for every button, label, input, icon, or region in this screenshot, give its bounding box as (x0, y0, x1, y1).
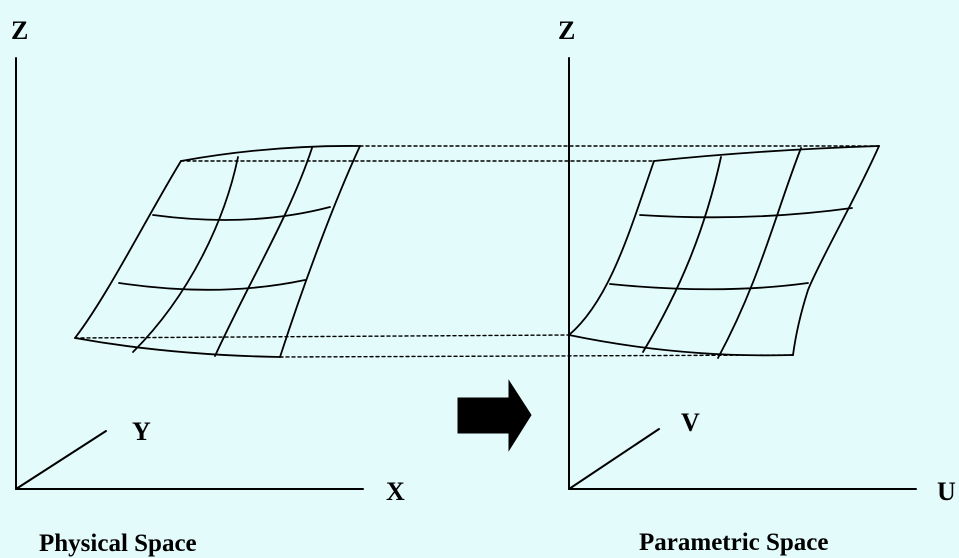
right-v-axis-label: V (681, 408, 700, 437)
physical-mesh-col-1 (132, 156, 239, 353)
parametric-mesh-top-edge (653, 145, 880, 162)
parametric-mesh-right-edge (792, 145, 880, 356)
physical-surface-mesh (74, 145, 361, 358)
left-y-axis-label: Y (132, 417, 151, 446)
physical-mesh-row-2 (118, 279, 306, 291)
right-z-axis-label: Z (558, 16, 576, 45)
parametric-mesh-col-1 (642, 156, 722, 353)
physical-mesh-top-edge (180, 145, 361, 162)
parametric-mesh-row-1 (639, 207, 853, 219)
left-y-axis (15, 430, 107, 490)
physical-mesh-row-1 (152, 206, 331, 221)
parametric-mesh-left-edge (568, 160, 655, 336)
parametric-mesh-bottom-edge (568, 334, 794, 357)
physical-space-caption: Physical Space (39, 530, 197, 557)
left-z-axis-label: Z (11, 16, 29, 45)
parametric-mesh-row-2 (609, 282, 809, 291)
arrow-right-icon (457, 379, 532, 452)
right-u-axis-label: U (937, 477, 956, 506)
parametric-mesh-col-2 (717, 147, 802, 359)
left-x-axis-label: X (386, 477, 405, 506)
physical-mesh-left-edge (74, 160, 182, 339)
physical-mesh-right-edge (279, 145, 361, 358)
physical-mesh-col-2 (214, 147, 313, 357)
right-v-axis (568, 428, 660, 490)
dotted-line-bottom-1 (74, 334, 570, 339)
physical-mesh-bottom-edge (74, 337, 281, 358)
correspondence-lines (74, 145, 880, 358)
dotted-line-bottom-2 (279, 354, 794, 358)
parametric-surface-mesh (568, 145, 880, 359)
parametric-space-caption: Parametric Space (639, 529, 829, 556)
